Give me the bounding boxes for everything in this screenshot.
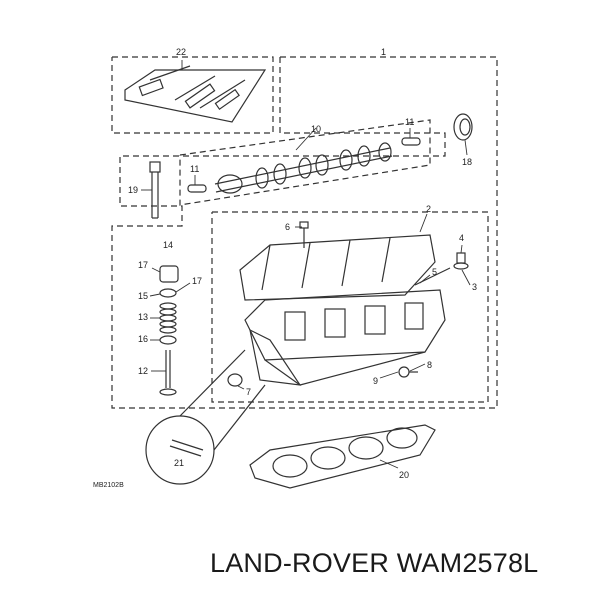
collet-part xyxy=(159,288,177,298)
plug-part xyxy=(227,373,243,387)
callout-3: 3 xyxy=(472,282,477,292)
reference-code: MB2102B xyxy=(93,482,124,489)
part-number-caption: LAND-ROVER WAM2578L xyxy=(210,548,539,578)
camshaft-part xyxy=(214,142,393,194)
callout-15: 15 xyxy=(138,291,148,301)
stud-part xyxy=(145,349,266,485)
dowel-part-right xyxy=(401,137,421,146)
callout-20: 20 xyxy=(399,470,409,480)
callout-17-left: 17 xyxy=(138,260,148,270)
callout-1: 1 xyxy=(381,47,386,57)
callout-21: 21 xyxy=(174,458,184,468)
group-outline-2 xyxy=(211,211,489,403)
callout-11-left: 11 xyxy=(190,164,199,174)
group-outline-1 xyxy=(111,56,498,409)
camshaft-seal-part xyxy=(453,113,473,141)
callout-16: 16 xyxy=(138,334,148,344)
bolt-washer-part xyxy=(398,366,418,378)
seal-kit-part xyxy=(124,65,267,123)
callout-2: 2 xyxy=(426,204,431,214)
head-bolt-part xyxy=(149,161,161,219)
leader-lines xyxy=(141,60,471,469)
head-gasket-part xyxy=(249,424,436,489)
callout-10: 10 xyxy=(311,124,321,134)
spring-seat-part xyxy=(159,335,177,345)
callout-11-right: 11 xyxy=(405,117,414,127)
callout-22: 22 xyxy=(176,47,186,57)
callout-18: 18 xyxy=(462,157,472,167)
group-outline-22 xyxy=(111,56,274,134)
valve-spring-part xyxy=(159,302,177,334)
callout-9: 9 xyxy=(373,376,378,386)
callout-12: 12 xyxy=(138,366,148,376)
callout-5: 5 xyxy=(432,267,437,277)
callout-labels: 22 1 10 11 11 18 19 2 6 4 5 3 14 17 17 1… xyxy=(93,47,477,489)
callout-14: 14 xyxy=(163,240,173,250)
callout-7: 7 xyxy=(246,387,251,397)
callout-8: 8 xyxy=(427,360,432,370)
cylinder-head-part xyxy=(239,234,446,386)
tappet-part xyxy=(159,265,179,283)
callout-19: 19 xyxy=(128,185,138,195)
callout-17-right: 17 xyxy=(192,276,202,286)
sensor-part xyxy=(453,252,469,270)
callout-6: 6 xyxy=(285,222,290,232)
dowel-part-left xyxy=(187,184,207,193)
valve-part xyxy=(159,350,177,396)
callout-13: 13 xyxy=(138,312,148,322)
callout-4: 4 xyxy=(459,233,464,243)
cam-carrier-bolt-part xyxy=(299,221,309,248)
